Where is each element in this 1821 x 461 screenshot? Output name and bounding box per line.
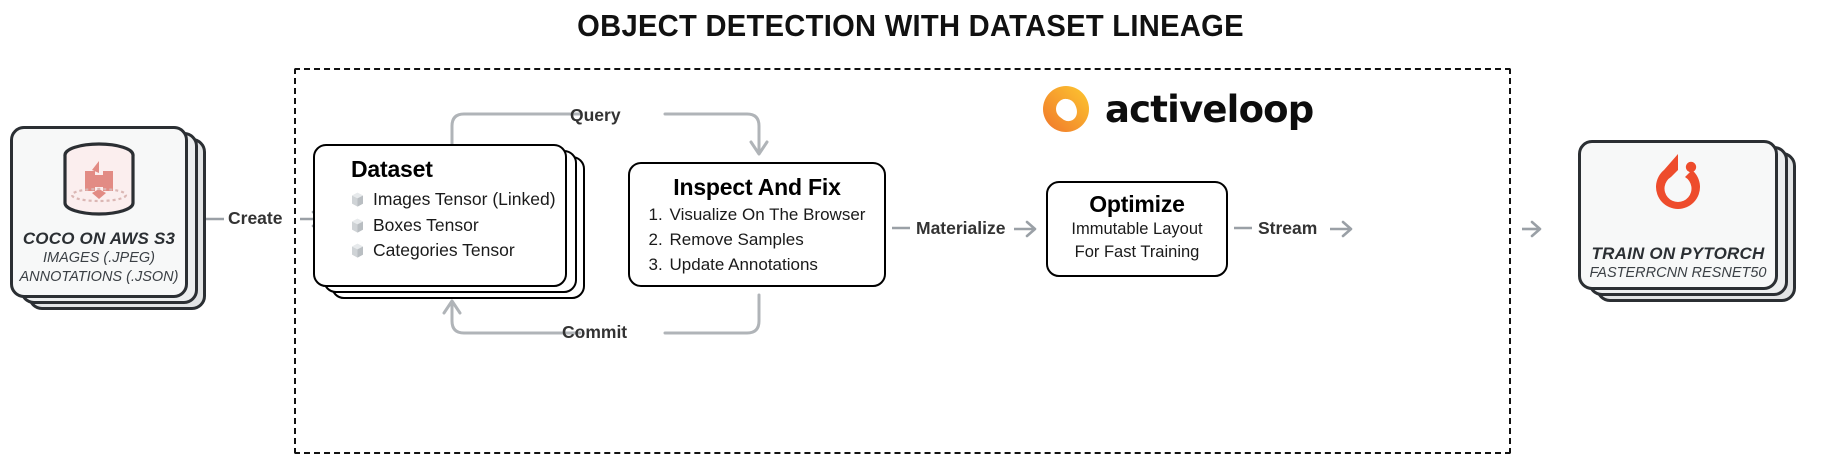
source-card-title: COCO ON AWS S3 xyxy=(22,229,176,249)
optimize-line-1: For Fast Training xyxy=(1074,242,1200,261)
dataset-box: Dataset Images Tensor (Linked) Boxes Ten… xyxy=(313,144,585,299)
dataset-box-layer-front xyxy=(313,144,567,287)
inspect-step-item: 2. Remove Samples xyxy=(649,228,866,253)
stream-arrow-into-target xyxy=(1522,220,1542,238)
dataset-tensor-row: Boxes Tensor xyxy=(351,213,567,239)
inspect-step-list: 1. Visualize On The Browser 2. Remove Samp… xyxy=(649,203,866,278)
inspect-step-label: Update Annotations xyxy=(669,254,818,274)
cube-icon xyxy=(352,218,363,233)
flow-label-commit: Commit xyxy=(562,322,628,342)
inspect-step-item: 1. Visualize On The Browser xyxy=(649,203,866,228)
inspect-step-number: 1. xyxy=(648,205,663,224)
optimize-heading: Optimize xyxy=(1089,191,1185,217)
dataset-tensor-row: Categories Tensor xyxy=(351,238,567,264)
cube-icon xyxy=(352,244,363,258)
activeloop-pipeline-boundary xyxy=(294,68,1511,454)
inspect-step-label: Remove Samples xyxy=(669,229,804,249)
inspect-heading: Inspect And Fix xyxy=(673,174,841,200)
source-card-line-1: ANNOTATIONS (.JSON) xyxy=(19,269,179,285)
source-dataset-card: COCO ON AWS S3 IMAGES (.JPEG) ANNOTATION… xyxy=(10,126,206,310)
flow-label-stream: Stream xyxy=(1258,218,1318,238)
inspect-step-label: Visualize On The Browser xyxy=(669,205,866,224)
activeloop-ring-icon xyxy=(1040,83,1092,135)
flow-label-materialize: Materialize xyxy=(916,218,1006,238)
commit-flow-arrow xyxy=(442,293,761,335)
inspect-step-number: 2. xyxy=(648,229,663,249)
inspect-and-fix-box: Inspect And Fix 1. Visualize On The Brows… xyxy=(628,162,886,287)
aws-s3-bucket-cylinder-icon xyxy=(54,137,144,223)
page-title: OBJECT DETECTION WITH DATASET LINEAGE xyxy=(577,8,1244,43)
target-card-line-0: FASTERRCNN RESNET50 xyxy=(1589,264,1767,281)
optimize-line-0: Immutable Layout xyxy=(1071,220,1203,238)
dataset-tensor-label: Boxes Tensor xyxy=(373,214,479,235)
stream-left-dash xyxy=(1234,226,1252,230)
source-card-line-0: IMAGES (.JPEG) xyxy=(43,250,155,267)
target-card-title: TRAIN ON PYTORCH xyxy=(1591,243,1765,263)
query-flow-arrow xyxy=(450,112,769,156)
dataset-tensor-label: Images Tensor (Linked) xyxy=(373,189,556,209)
activeloop-wordmark: activeloop xyxy=(1105,87,1314,131)
dataset-heading: Dataset xyxy=(351,156,433,182)
flow-label-query: Query xyxy=(570,105,621,125)
pytorch-flame-icon xyxy=(1635,148,1721,238)
inspect-step-number: 3. xyxy=(648,254,663,274)
create-arrow-left-dash xyxy=(206,217,224,221)
dataset-tensor-label: Categories Tensor xyxy=(373,240,515,261)
materialize-arrow xyxy=(1014,220,1037,238)
inspect-step-item: 3. Update Annotations xyxy=(649,253,866,278)
target-training-card: TRAIN ON PYTORCH FASTERRCNN RESNET50 xyxy=(1578,140,1796,302)
materialize-left-dash xyxy=(892,226,910,230)
optimize-box: Optimize Immutable Layout For Fast Train… xyxy=(1046,181,1228,277)
stream-arrow xyxy=(1330,220,1353,238)
flow-label-create: Create xyxy=(228,208,283,228)
dataset-tensor-row: Images Tensor (Linked) xyxy=(351,187,567,213)
cube-icon xyxy=(352,192,363,207)
activeloop-brand-lockup: activeloop xyxy=(1040,83,1314,135)
